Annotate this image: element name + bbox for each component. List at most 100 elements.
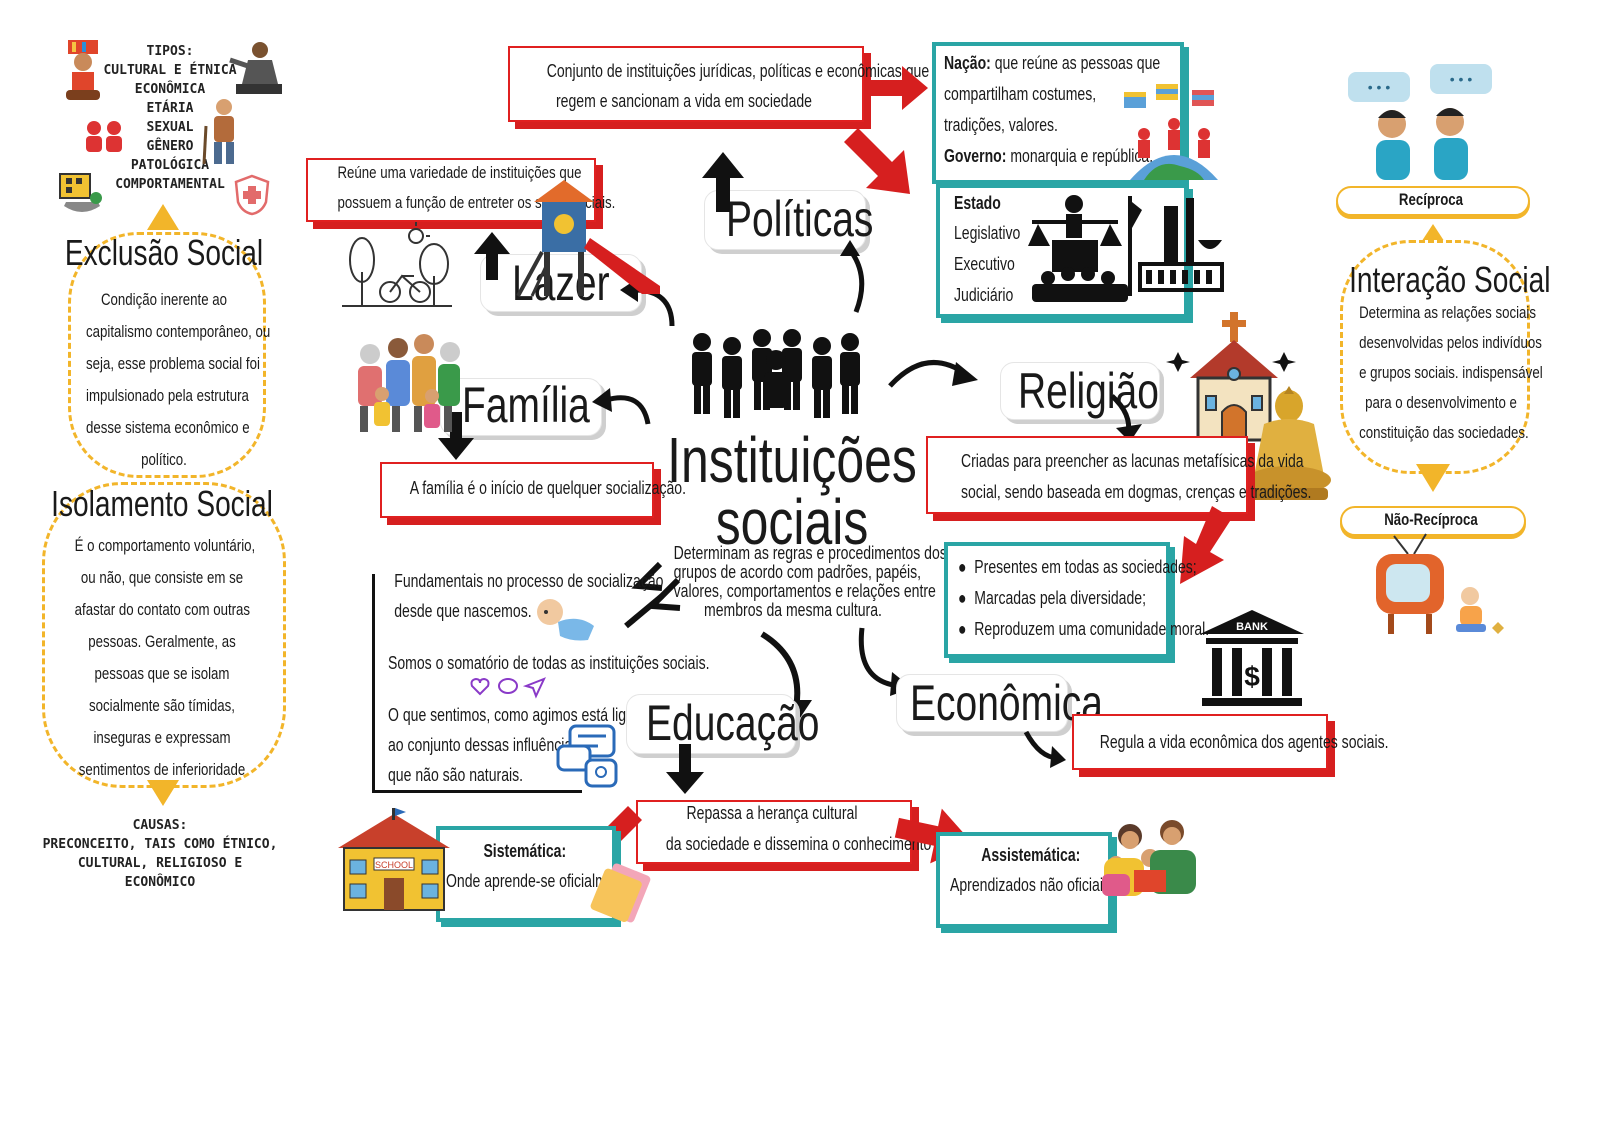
- tipo-item: COMPORTAMENTAL: [115, 177, 225, 192]
- exclusao-title: Exclusão Social: [64, 232, 264, 273]
- tipo-item: CULTURAL E ÉTNICA: [103, 63, 237, 78]
- chevrons-educacao-icon: [624, 561, 681, 629]
- two-people-talking-icon: • • • • • •: [1348, 64, 1492, 180]
- chat-icon: [556, 724, 618, 788]
- exclusao-oval: [68, 232, 266, 478]
- curved-arrow-familia-icon: [592, 388, 651, 425]
- sitting-man-icon: [229, 42, 282, 94]
- heart-reaction-icons: [470, 677, 546, 699]
- arrow-up-black-icon: [702, 152, 744, 212]
- crowd-icon: [692, 329, 860, 418]
- lazer-label: Lazer: [512, 255, 610, 311]
- sistematica-text: Sistemática: Onde aprende-se oficialment…: [446, 836, 666, 896]
- tipo-item: PATOLÓGICA: [130, 158, 210, 173]
- interacao-title: Interação Social: [1349, 259, 1551, 300]
- educacao-definition: Repassa a herança cultural da sociedade …: [665, 803, 932, 854]
- educacao-notes: Fundamentais no processo de socialização…: [388, 571, 710, 785]
- bullet-icon: ●: [958, 557, 975, 577]
- dollar-icon: $: [1244, 661, 1260, 692]
- church-icon: [1166, 312, 1296, 442]
- elderly-man-icon: [202, 99, 234, 165]
- interacao-text: Determina as relações sociais desenvolvi…: [1359, 303, 1543, 442]
- red-arrow-religiao-icon: [1180, 506, 1232, 584]
- buddha-icon: [1247, 386, 1331, 500]
- religiao-definition: Criadas para preencher as lacunas metafí…: [960, 451, 1312, 502]
- tipo-item: SEXUAL: [146, 120, 194, 135]
- educacao-definition-box: [636, 800, 912, 864]
- exclusao-tipos: TIPOS: CULTURAL E ÉTNICA ECONÔMICA ETÁRI…: [100, 42, 240, 194]
- reciproca-pill: [1336, 186, 1530, 216]
- notebook-icon: [590, 863, 651, 923]
- familia-label-box: [440, 378, 602, 436]
- arrow-economica-down-icon: [1023, 730, 1066, 768]
- bank-label: BANK: [1236, 621, 1268, 633]
- politicas-definition-box: [508, 46, 864, 122]
- estado-title: Estado: [954, 193, 1001, 213]
- economica-label-box: [896, 674, 1068, 732]
- couple-icon: [86, 121, 122, 152]
- tipo-item: ECONÔMICA: [134, 82, 206, 97]
- indigenous-person-icon: [66, 40, 100, 100]
- interacao-oval: [1340, 240, 1530, 474]
- religiao-label-box: [1000, 362, 1160, 420]
- sistematica-title: Sistemática:: [483, 841, 567, 861]
- educacao-label-box: [626, 694, 796, 754]
- reciproca-label: Recíproca: [1398, 190, 1464, 209]
- tv-child-icon: [1376, 533, 1504, 634]
- familia-definition: A família é o início de quelquer sociali…: [409, 478, 686, 498]
- park-icon: [342, 180, 660, 307]
- arrow-up-yellow-icon: [147, 204, 179, 230]
- religiao-label: Religião: [1018, 363, 1159, 419]
- baby-icon: [537, 599, 594, 641]
- arrow-down-religiao-icon: [1110, 394, 1142, 442]
- nao-reciproca-pill: [1340, 506, 1526, 536]
- health-shield-icon: [234, 174, 270, 216]
- school-label: SCHOOL: [375, 860, 413, 870]
- politicas-label: Políticas: [726, 191, 874, 247]
- educacao-notes-base: [372, 790, 582, 793]
- educacao-notes-line: [372, 574, 375, 792]
- economica-label: Econômica: [910, 675, 1103, 731]
- school-icon: SCHOOL: [338, 808, 450, 911]
- tipo-item: ETÁRIA: [146, 101, 194, 116]
- religiao-definition-box: [926, 436, 1248, 514]
- religiao-bullets-box: [944, 542, 1170, 658]
- family-reading-icon: [1102, 820, 1196, 896]
- isolamento-causas: CAUSAS: PRECONCEITO, TAIS COMO ÉTNICO, C…: [40, 816, 280, 892]
- arrow-down-familia-icon: [438, 412, 474, 460]
- tipos-title: TIPOS:: [146, 44, 194, 59]
- red-arrow-estado-icon: [844, 128, 910, 194]
- main-title-line1: Instituições: [667, 424, 917, 496]
- bank-icon: BANK $: [1200, 610, 1304, 706]
- familia-label: Família: [462, 377, 590, 433]
- politicas-definition: Conjunto de instituições jurídicas, polí…: [546, 61, 930, 111]
- arrow-down-educacao-icon: [666, 744, 704, 794]
- isolamento-title: Isolamento Social: [51, 483, 273, 524]
- court-icon: [1028, 195, 1224, 302]
- arrow-down-yellow-icon: [147, 780, 179, 806]
- medicine-icon: [59, 173, 102, 212]
- family-icon: [358, 334, 460, 432]
- bullet-icon: ●: [958, 588, 975, 608]
- isolamento-oval: [42, 482, 286, 788]
- main-title-line2: sociais: [715, 486, 869, 558]
- curved-arrow-politicas-icon: [840, 240, 865, 313]
- red-arrow-nacao-icon: [866, 66, 928, 110]
- speech-dots-icon: • • •: [1450, 71, 1473, 87]
- economica-definition-box: [1072, 714, 1328, 770]
- speech-dots-icon: • • •: [1368, 79, 1391, 95]
- causas-title: CAUSAS:: [132, 818, 188, 833]
- estado-text: Estado Legislativo Executivo Judiciário: [954, 188, 1039, 311]
- educacao-label: Educação: [646, 695, 820, 751]
- isolamento-text: É o comportamento voluntário, ou não, qu…: [74, 536, 256, 779]
- nao-reciproca-label: Não-Recíproca: [1384, 510, 1478, 529]
- familia-definition-box: [380, 462, 654, 518]
- flags-globe-icon: [1124, 84, 1218, 180]
- bullet-icon: ●: [958, 619, 975, 639]
- nacao-text: Nação: que reúne as pessoas que comparti…: [944, 53, 1161, 166]
- arrow-up-lazer-icon: [474, 232, 510, 280]
- assistematica-title: Assistemática:: [981, 845, 1081, 865]
- nacao-term: Nação:: [944, 53, 991, 73]
- governo-term: Governo:: [944, 146, 1007, 166]
- nacao-box: [932, 42, 1184, 184]
